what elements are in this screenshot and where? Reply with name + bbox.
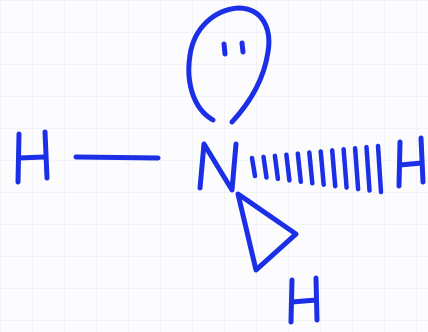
hash-mark xyxy=(272,153,281,182)
atom-bottom xyxy=(288,275,320,325)
hash-mark xyxy=(249,155,258,179)
lone-pair-electron xyxy=(239,40,246,55)
hash-mark xyxy=(295,151,304,185)
atom-left xyxy=(15,129,50,185)
bond-hashed-wedge xyxy=(249,143,384,195)
bond-solid-wedge xyxy=(235,191,299,273)
hash-mark xyxy=(284,152,292,183)
lone-pair-electron xyxy=(221,41,228,57)
hash-mark xyxy=(341,147,349,190)
hash-mark xyxy=(261,154,269,180)
lone-pair-orbital xyxy=(186,5,272,125)
hash-mark xyxy=(329,148,338,189)
atom-central xyxy=(197,141,239,193)
hash-mark xyxy=(375,143,384,195)
hash-mark xyxy=(364,144,372,193)
hash-mark xyxy=(318,149,326,187)
atom-right xyxy=(396,135,426,189)
hash-mark xyxy=(307,150,315,186)
bond-plain xyxy=(73,154,161,161)
hash-mark xyxy=(352,145,361,192)
